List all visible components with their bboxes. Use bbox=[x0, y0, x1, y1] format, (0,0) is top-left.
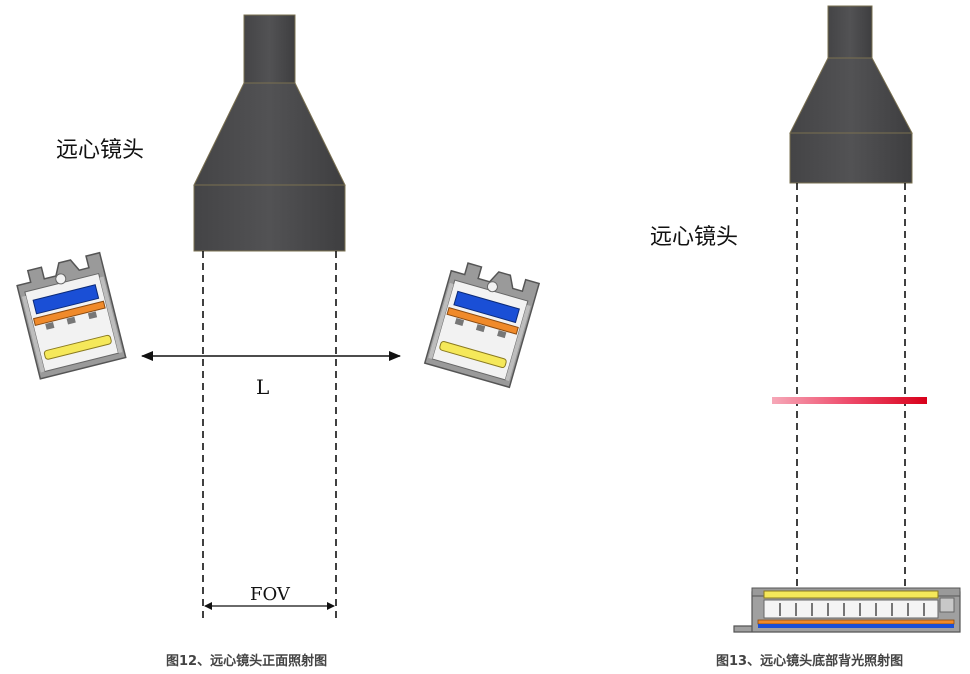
light-bar-left bbox=[13, 251, 127, 380]
distance-label: L bbox=[256, 375, 269, 399]
telecentric-lens-front bbox=[193, 14, 346, 252]
backlight-unit bbox=[733, 587, 961, 633]
figure-12: 远心镜头 L FOV 图12、远心镜头正面照射图 bbox=[13, 14, 540, 669]
figure-13: 远心镜头 图13、远心镜头底部背光照射图 bbox=[650, 5, 961, 669]
telecentric-lens-bottom bbox=[789, 5, 913, 184]
figure-caption: 图12、远心镜头正面照射图 bbox=[166, 653, 327, 669]
figure-caption: 图13、远心镜头底部背光照射图 bbox=[716, 653, 903, 669]
fov-label: FOV bbox=[250, 584, 291, 605]
led-dividers bbox=[779, 603, 925, 616]
lens-label: 远心镜头 bbox=[650, 225, 738, 250]
red-light-beam bbox=[772, 397, 927, 404]
lens-label: 远心镜头 bbox=[56, 138, 144, 163]
light-bar-right bbox=[424, 258, 540, 389]
